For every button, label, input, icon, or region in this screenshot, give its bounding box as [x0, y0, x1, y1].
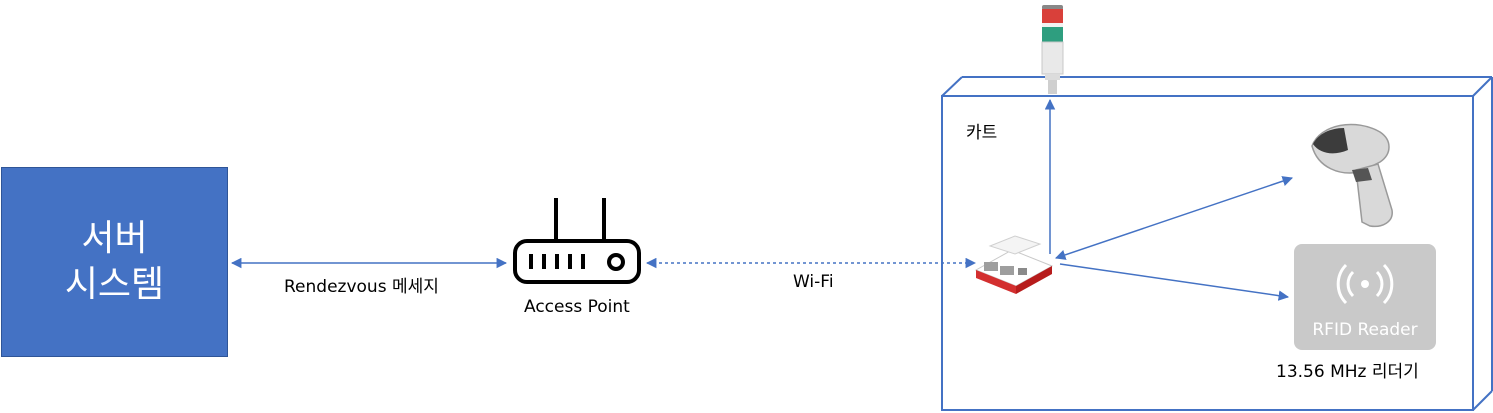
router-icon: [513, 198, 641, 284]
raspberry-pi-icon: [974, 235, 1054, 294]
rfid-caption: 13.56 MHz 리더기: [1276, 362, 1419, 382]
rfid-device-text: RFID Reader: [1312, 320, 1418, 340]
rfid-reader-icon: [1294, 244, 1436, 350]
server-system-box: 서버 시스템: [1, 167, 228, 357]
server-label-line1: 서버: [81, 218, 148, 259]
access-point-label: Access Point: [524, 297, 630, 317]
wifi-label: Wi-Fi: [793, 272, 834, 292]
rendezvous-label: Rendezvous 메세지: [284, 277, 439, 297]
barcode-scanner-icon: [1311, 123, 1393, 228]
scanner-connector: [1055, 176, 1293, 260]
tower-light-icon: [1041, 5, 1064, 94]
cart-label: 카트: [966, 123, 998, 143]
server-label-line2: 시스템: [64, 264, 165, 305]
rfid-connector: [1059, 263, 1290, 301]
